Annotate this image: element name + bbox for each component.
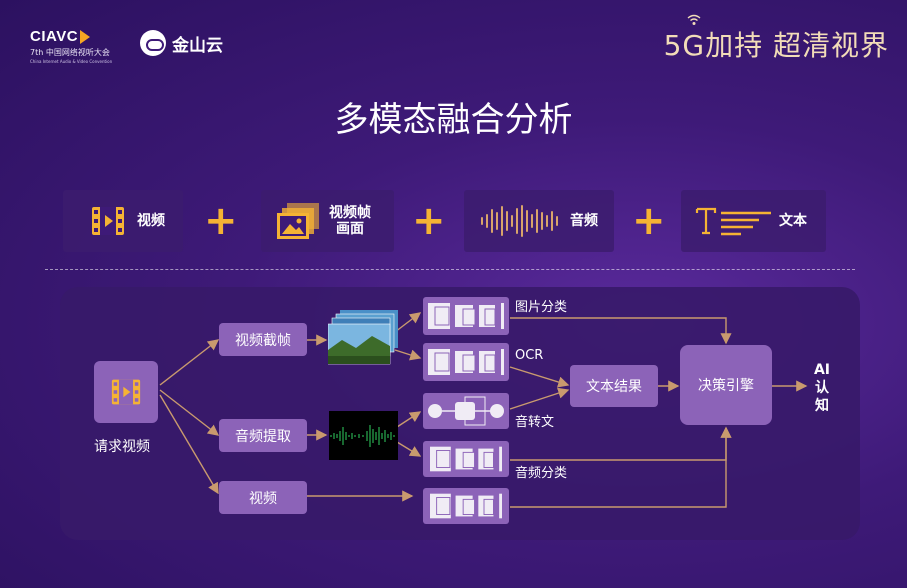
modality-video: 视频	[63, 190, 183, 252]
ciavc-logo: CIAVC 7th 中国网络视听大会 China Internet Audio …	[30, 26, 125, 64]
page-title: 多模态融合分析	[334, 100, 573, 140]
model-blocks-icon	[430, 446, 502, 472]
text-result-node: 文本结果	[570, 365, 658, 407]
plus-icon: +	[204, 198, 238, 244]
modality-label: 文本	[779, 213, 807, 229]
model-flow-icon	[428, 396, 504, 426]
video-node: 视频	[219, 481, 307, 514]
kingsoft-cloud-logo: 金山云	[140, 30, 223, 56]
divider	[45, 269, 855, 270]
audio-class-model	[423, 441, 509, 477]
cloud-logo-icon	[140, 30, 166, 56]
plus-icon: +	[412, 198, 446, 244]
modality-label: 视频帧 画面	[329, 205, 371, 237]
modality-label: 音频	[570, 213, 598, 229]
model-blocks-icon	[428, 303, 504, 329]
modality-text: 文本	[681, 190, 826, 252]
modality-label: 视频	[137, 213, 165, 229]
frame-extract-node: 视频截帧	[219, 323, 307, 356]
ciavc-edition: 7th	[30, 48, 44, 57]
source-label: 请求视频	[94, 439, 150, 455]
ciavc-name: 中国网络视听大会	[45, 48, 110, 57]
modality-audio: 音频	[464, 190, 614, 252]
waveform-icon	[481, 205, 558, 237]
audio-extract-node: 音频提取	[219, 419, 307, 452]
model-blocks-icon	[430, 493, 502, 519]
film-icon	[92, 207, 124, 235]
speech-to-text-model	[423, 393, 509, 429]
audio-waveform-thumbnail	[329, 411, 398, 460]
source-video-node	[94, 361, 158, 423]
image-class-model	[423, 297, 509, 335]
speech-to-text-label: 音转文	[515, 415, 555, 430]
frame-thumbnails-icon	[328, 310, 398, 365]
decision-engine-node: 决策引擎	[680, 345, 772, 425]
model-blocks-icon	[428, 349, 504, 375]
signal-icon	[687, 14, 701, 25]
film-icon	[111, 379, 141, 405]
video-model	[423, 488, 509, 524]
ai-cognition-output: AI 认 知	[813, 362, 831, 414]
ocr-label: OCR	[515, 348, 544, 363]
ocr-model	[423, 343, 509, 381]
partner-name: 金山云	[172, 35, 223, 56]
plus-icon: +	[632, 198, 666, 244]
audio-class-label: 音频分类	[515, 466, 568, 481]
image-frames-icon	[277, 203, 319, 239]
ciavc-english-name: China Internet Audio & Video Convention	[30, 59, 113, 64]
text-icon	[695, 207, 771, 236]
play-icon	[80, 29, 91, 44]
image-class-label: 图片分类	[515, 300, 568, 315]
slogan: 5G加持 超清视界	[663, 29, 889, 62]
modality-frames: 视频帧 画面	[261, 190, 394, 252]
